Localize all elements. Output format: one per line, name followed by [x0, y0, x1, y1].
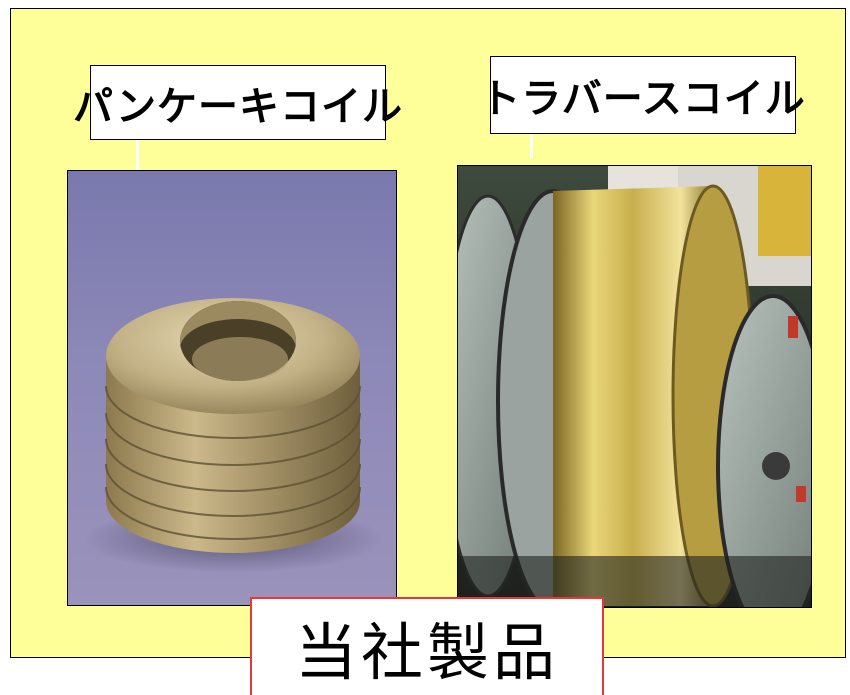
pancake-coil-photo	[67, 170, 397, 606]
pancake-coil-illustration	[83, 298, 383, 573]
traverse-coil-illustration	[458, 166, 811, 607]
pancake-label-connector	[136, 140, 139, 184]
pancake-coil-label: パンケーキコイル	[73, 65, 402, 140]
traverse-coil-label-text: トラバースコイル	[480, 76, 806, 122]
company-products-title: 当社製品	[250, 597, 604, 695]
pancake-coil-label-text: パンケーキコイル	[73, 83, 403, 130]
traverse-label-connector	[530, 134, 533, 158]
traverse-coil-label: トラバースコイル	[480, 56, 805, 134]
traverse-coil-photo	[457, 165, 812, 608]
company-products-title-text: 当社製品	[294, 616, 559, 689]
